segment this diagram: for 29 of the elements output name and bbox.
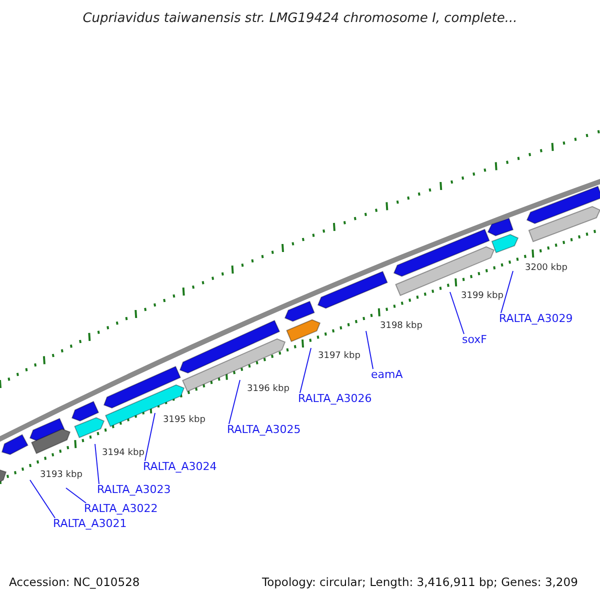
scale-label: 3193 kbp [40, 471, 82, 480]
footer-text: Topology: circular; Length: 3,416,911 bp; Genes: 3,209 [262, 577, 578, 588]
gene-label: RALTA_A3023 [97, 484, 171, 495]
footer-text: Accession: NC_010528 [9, 577, 140, 588]
leader-line [450, 292, 464, 334]
gene-label: RALTA_A3021 [53, 518, 127, 529]
gene-label: RALTA_A3024 [143, 461, 217, 472]
scale-label: 3196 kbp [247, 385, 290, 394]
leader-line [500, 270, 514, 314]
diagram-title: Cupriavidus taiwanensis str. LMG19424 chromosome I, complete... [82, 12, 518, 25]
gene-label: RALTA_A3022 [84, 503, 158, 514]
scale-label: 3195 kbp [163, 416, 206, 425]
scale-label: 3198 kbp [380, 322, 422, 331]
leader-line [30, 480, 56, 518]
gene-label: RALTA_A3029 [499, 313, 573, 324]
leader-line [300, 348, 312, 394]
leader-line [366, 330, 374, 370]
gene-label: soxF [462, 334, 487, 345]
gene-label: RALTA_A3026 [298, 393, 372, 404]
leader-line [144, 412, 156, 462]
scale-label: 3199 kbp [461, 292, 504, 301]
leader-line [228, 380, 240, 424]
scale-label: 3194 kbp [102, 449, 144, 458]
gene-label: eamA [371, 369, 403, 380]
leader-line [94, 444, 100, 484]
scale-label: 3200 kbp [525, 264, 568, 273]
gene-label: RALTA_A3025 [227, 424, 301, 435]
leader-line [66, 488, 86, 504]
scale-label: 3197 kbp [318, 352, 360, 361]
